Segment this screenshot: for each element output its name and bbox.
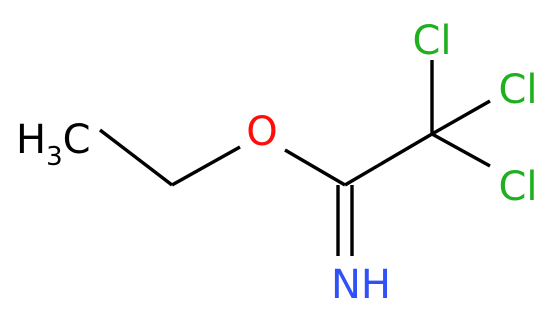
bond-ccl3-cl-bottom bbox=[431, 132, 491, 168]
methyl-h: H bbox=[16, 117, 46, 163]
bond-c-ccl3 bbox=[344, 132, 433, 187]
methyl-subscript: 3 bbox=[46, 142, 63, 172]
bond-ch2-o bbox=[171, 145, 241, 187]
chlorine-bottom-label: Cl bbox=[498, 164, 537, 210]
methyl-label: H3C bbox=[16, 117, 91, 172]
chlorine-top-label: Cl bbox=[412, 18, 451, 64]
chlorine-right-label: Cl bbox=[498, 67, 537, 113]
imine-nh-label: NH bbox=[331, 262, 391, 308]
methyl-c: C bbox=[63, 117, 91, 163]
oxygen-atom-label: O bbox=[246, 109, 277, 155]
bond-ccl3-cl-right bbox=[431, 99, 491, 136]
bond-ch3-ch2 bbox=[98, 128, 174, 187]
bond-o-c bbox=[284, 148, 346, 187]
